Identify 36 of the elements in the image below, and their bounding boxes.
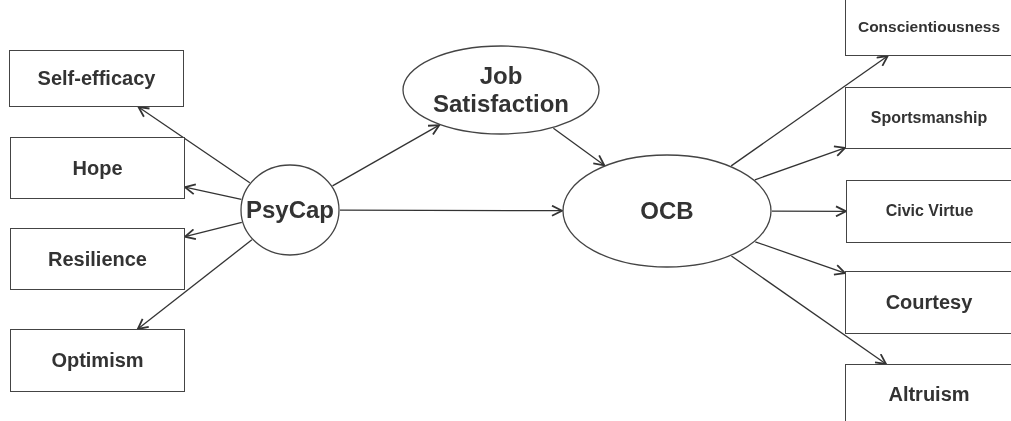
arrow (730, 55, 889, 167)
arrow (754, 241, 846, 276)
arrow (331, 124, 441, 187)
node-label: Optimism (51, 349, 144, 372)
dimension-box (9, 50, 184, 107)
dimension-box (845, 87, 1011, 149)
node-label: Self-efficacy (37, 67, 156, 90)
arrow (730, 255, 887, 365)
arrow (184, 221, 243, 240)
node-label: Sportsmanship (870, 108, 988, 128)
dimension-box (845, 0, 1011, 56)
node-label: Job Satisfaction (432, 62, 570, 118)
dimension-box (846, 180, 1011, 243)
dimension-box (10, 329, 185, 392)
construct-ellipse (240, 164, 340, 256)
dimension-box (10, 137, 185, 199)
node-label: Conscientiousness (857, 18, 1001, 36)
dimension-box (845, 364, 1011, 421)
arrow (136, 239, 253, 330)
node-label: Altruism (888, 382, 970, 406)
arrow (184, 183, 242, 201)
node-label: Hope (72, 156, 123, 180)
node-label: Civic Virtue (885, 202, 974, 221)
node-label: OCB (640, 197, 694, 225)
node-label: PsyCap (245, 196, 334, 224)
arrow (771, 205, 847, 218)
node-label: Resilience (48, 247, 147, 271)
arrow (754, 145, 846, 181)
dimension-box (10, 228, 185, 290)
arrow (552, 127, 606, 167)
arrow (137, 106, 251, 184)
construct-ellipse (562, 154, 772, 268)
arrow (339, 204, 563, 217)
dimension-box (845, 271, 1011, 334)
node-label: Courtesy (885, 291, 973, 314)
construct-ellipse (402, 45, 600, 135)
